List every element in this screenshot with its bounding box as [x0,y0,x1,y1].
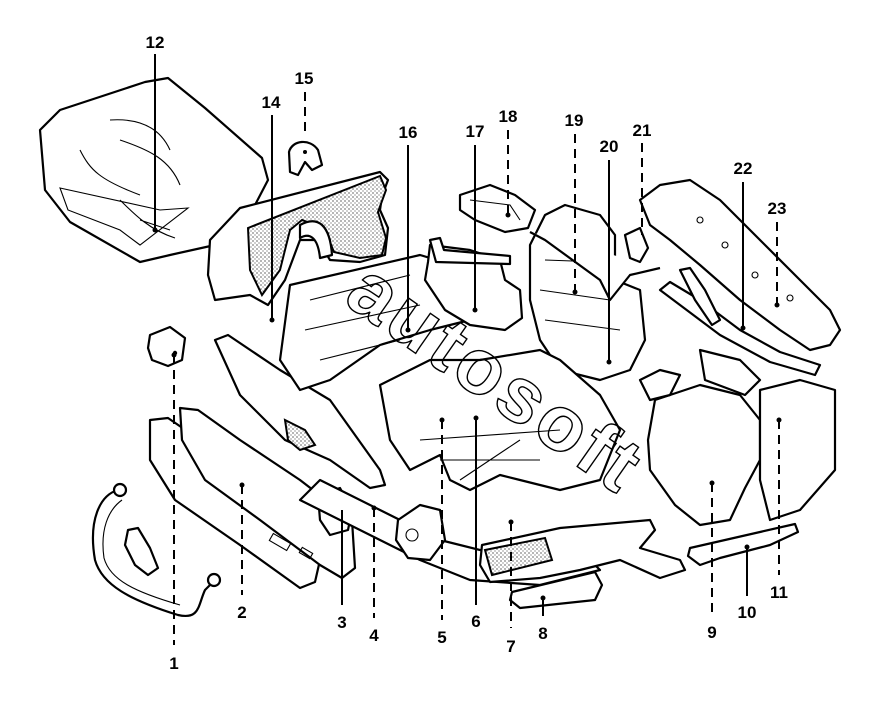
callout-label-5: 5 [437,628,446,647]
callout-6[interactable]: 6 [471,415,481,632]
part-7-side-rail [478,518,687,584]
callout-1[interactable]: 1 [169,352,179,674]
callout-label-22: 22 [734,159,753,178]
callout-23[interactable]: 23 [768,199,787,308]
leader-dot-16 [405,327,411,333]
callout-label-6: 6 [471,612,480,631]
callout-19[interactable]: 19 [565,111,584,295]
callout-9[interactable]: 9 [707,480,717,643]
callout-label-23: 23 [768,199,787,218]
part-1-clip [146,325,187,368]
callout-label-3: 3 [337,613,346,632]
callout-label-10: 10 [738,603,757,622]
part-center-crossmember [378,348,622,492]
callout-8[interactable]: 8 [538,595,548,644]
leader-dot-19 [572,289,578,295]
leader-dot-17 [472,307,478,313]
leader-dot-10 [744,544,750,550]
leader-dot-18 [505,212,511,218]
callout-16[interactable]: 16 [399,123,418,333]
callout-label-16: 16 [399,123,418,142]
callout-label-21: 21 [633,121,652,140]
callout-3[interactable]: 3 [337,510,347,632]
callout-12[interactable]: 12 [146,33,165,233]
leader-dot-1 [171,352,177,358]
callout-label-2: 2 [237,603,246,622]
part-11-side-panel [758,378,837,522]
leader-dot-7 [508,519,514,525]
leader-dot-5 [439,417,445,423]
callout-label-9: 9 [707,623,716,642]
callout-22[interactable]: 22 [734,159,753,331]
callout-14[interactable]: 14 [262,93,281,323]
callout-2[interactable]: 2 [237,482,247,623]
part-23-cowl-panel [638,178,842,352]
callout-15[interactable]: 15 [295,69,314,135]
callout-17[interactable]: 17 [466,122,485,313]
callout-7[interactable]: 7 [506,519,516,657]
leader-dot-6 [473,415,479,421]
leader-dot-9 [709,480,715,486]
part-19-pipe [529,231,661,302]
callout-11[interactable]: 11 [770,417,788,603]
part-17-bracket [423,236,524,332]
part-22-cowl-reinforcement [658,266,822,377]
callout-label-20: 20 [600,137,619,156]
callout-label-11: 11 [770,583,788,602]
leader-dot-2 [239,482,245,488]
callout-label-17: 17 [466,122,485,141]
callout-20[interactable]: 20 [600,137,619,365]
callout-label-4: 4 [369,626,379,645]
leader-dot-11 [776,417,782,423]
callout-label-8: 8 [538,624,547,643]
callout-label-7: 7 [506,637,515,656]
part-18-cover-plate [458,183,537,234]
part-9-wheelhouse [638,348,762,527]
callout-5[interactable]: 5 [437,417,447,648]
callouts: 1 2 3 4 5 6 [146,33,788,673]
callout-4[interactable]: 4 [369,505,379,646]
part-1-stabilizer-bar [91,482,222,618]
leader-dot-20 [606,359,612,365]
part-10-rail-plate [686,522,800,567]
callout-label-18: 18 [499,107,518,126]
callout-21[interactable]: 21 [633,121,652,235]
part-2-bumper-reinforcement [148,406,357,590]
callout-label-12: 12 [146,33,165,52]
callout-label-15: 15 [295,69,314,88]
callout-label-19: 19 [565,111,584,130]
part-14-wheelhouse-apron [206,170,390,307]
leader-dot-12 [152,227,158,233]
callout-18[interactable]: 18 [499,107,518,218]
callout-10[interactable]: 10 [738,544,757,623]
leader-dot-14 [269,317,275,323]
leader-dot-22 [740,325,746,331]
leader-dot-4 [371,505,377,511]
callout-label-14: 14 [262,93,281,112]
part-21-clip [623,226,650,264]
leader-dot-8 [540,595,546,601]
part-15-bracket [287,140,324,177]
leader-dot-23 [774,302,780,308]
callout-label-1: 1 [169,654,178,673]
